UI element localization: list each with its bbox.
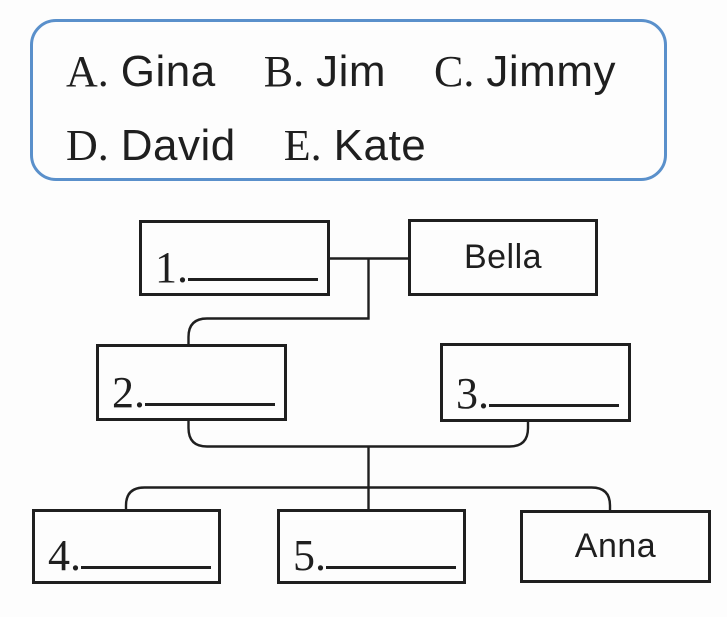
- word-bank: A. Gina B. Jim C. Jimmy D. David E. Kate: [30, 19, 667, 181]
- blank-3-answer-line: [489, 404, 619, 407]
- connector-row3-bracket-line: [124, 486, 612, 510]
- option-c[interactable]: C. Jimmy: [434, 43, 616, 100]
- blank-box-3[interactable]: 3.: [440, 343, 631, 422]
- blank-2-number: 2.: [112, 368, 145, 418]
- blank-5-number: 5.: [293, 531, 326, 581]
- option-e[interactable]: E. Kate: [284, 117, 426, 174]
- option-d-letter: D.: [66, 121, 109, 171]
- option-c-name: Jimmy: [486, 47, 616, 96]
- connector-row2-bracket-line: [187, 420, 530, 448]
- word-bank-row-2: D. David E. Kate: [66, 117, 664, 174]
- blank-box-2[interactable]: 2.: [96, 344, 287, 421]
- bella-name-label: Bella: [463, 238, 543, 276]
- option-e-letter: E.: [283, 121, 322, 171]
- option-a[interactable]: A. Gina: [66, 43, 216, 100]
- option-c-letter: C.: [434, 47, 475, 96]
- option-e-name: Kate: [333, 121, 427, 171]
- option-b[interactable]: B. Jim: [264, 43, 386, 100]
- blank-5-answer-line: [326, 566, 456, 569]
- name-box-bella: Bella: [408, 219, 598, 296]
- blank-2-answer-line: [145, 403, 275, 406]
- blank-5-label: 5.: [293, 531, 456, 581]
- option-b-letter: B.: [263, 47, 305, 96]
- option-d[interactable]: D. David: [66, 117, 236, 174]
- anna-name-label: Anna: [574, 527, 657, 565]
- blank-4-number: 4.: [48, 531, 81, 581]
- blank-3-number: 3.: [456, 369, 489, 419]
- blank-box-1[interactable]: 1.: [139, 220, 330, 296]
- blank-4-label: 4.: [48, 531, 211, 581]
- blank-box-5[interactable]: 5.: [277, 509, 466, 584]
- option-a-name: Gina: [120, 47, 216, 96]
- name-box-anna: Anna: [520, 510, 711, 583]
- option-b-name: Jim: [316, 47, 387, 96]
- option-a-letter: A.: [66, 47, 109, 96]
- blank-1-label: 1.: [155, 243, 318, 293]
- word-bank-row-1: A. Gina B. Jim C. Jimmy: [66, 43, 664, 100]
- blank-2-label: 2.: [112, 368, 275, 418]
- blank-1-number: 1.: [155, 243, 188, 293]
- option-d-name: David: [120, 121, 236, 171]
- blank-3-label: 3.: [456, 369, 619, 419]
- blank-1-answer-line: [188, 278, 318, 281]
- blank-4-answer-line: [81, 566, 211, 569]
- blank-box-4[interactable]: 4.: [32, 509, 221, 584]
